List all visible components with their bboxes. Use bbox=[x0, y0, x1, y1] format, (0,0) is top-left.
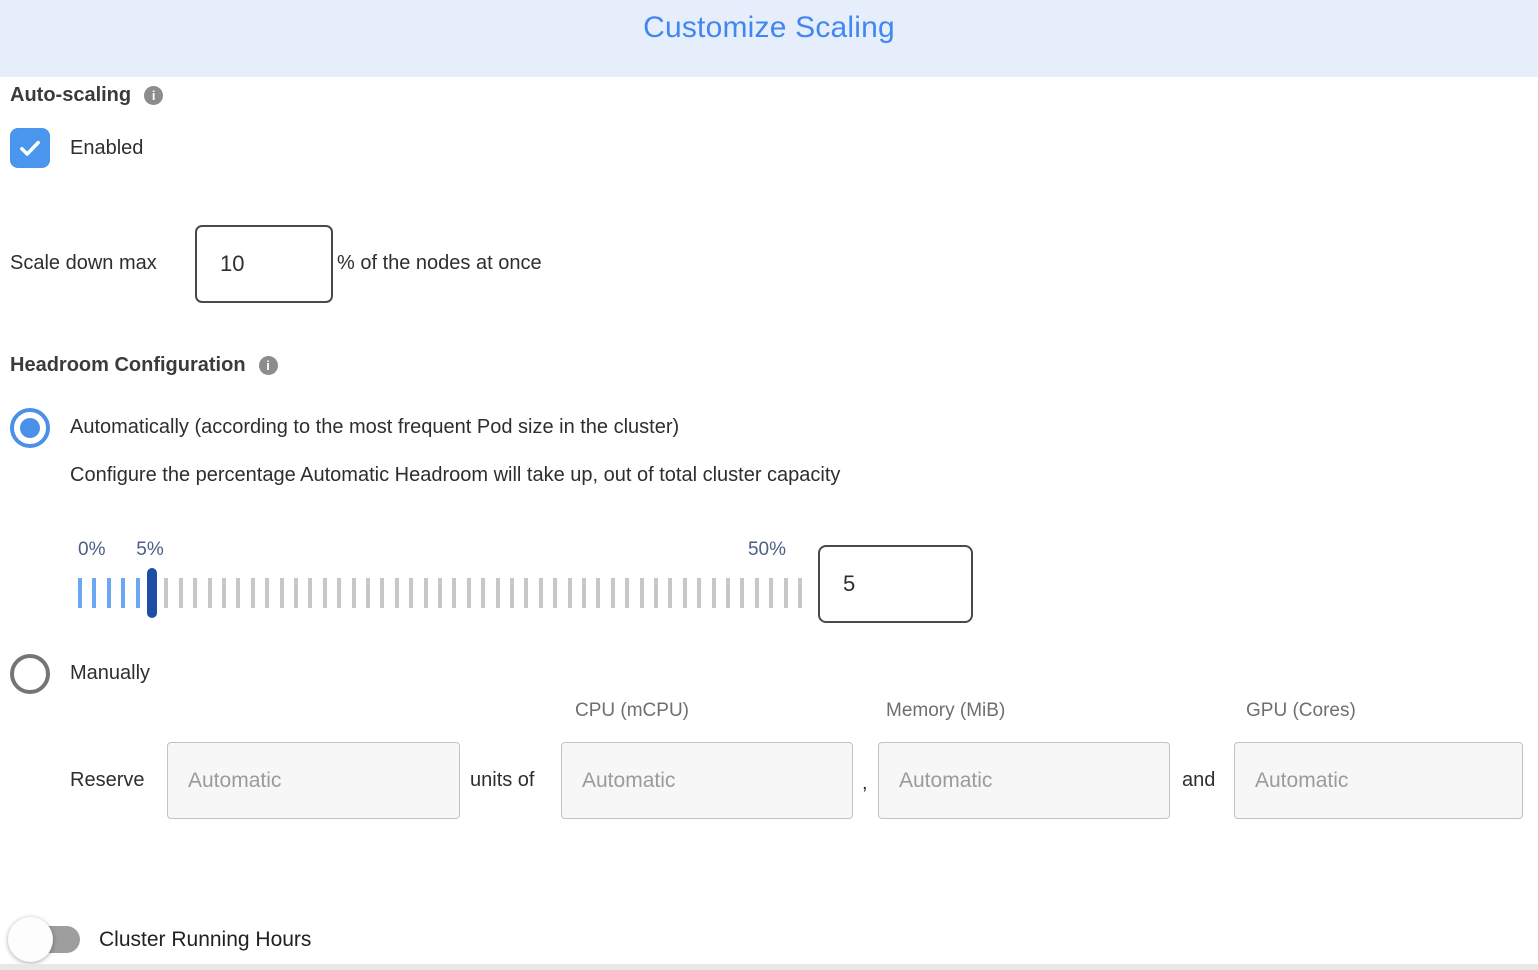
headroom-section-text: Headroom Configuration bbox=[10, 354, 246, 376]
slider-tick bbox=[394, 578, 399, 608]
slider-tick bbox=[610, 578, 615, 608]
slider-tick bbox=[207, 578, 212, 608]
slider-tick bbox=[294, 578, 298, 608]
headroom-percentage-input[interactable] bbox=[818, 545, 973, 623]
slider-tick bbox=[495, 578, 500, 608]
scale-down-max-input[interactable] bbox=[195, 225, 333, 303]
slider-tick bbox=[798, 578, 802, 608]
slider-tick bbox=[582, 578, 586, 608]
reserve-gpu-input[interactable] bbox=[1234, 742, 1523, 819]
reserve-cpu-input[interactable] bbox=[561, 742, 853, 819]
headroom-manual-radio[interactable] bbox=[10, 654, 50, 694]
reserve-label: Reserve bbox=[70, 769, 145, 791]
slider-tick bbox=[682, 578, 687, 608]
scale-down-prefix-label: Scale down max bbox=[10, 252, 157, 274]
slider-tick bbox=[740, 578, 745, 608]
slider-tick bbox=[452, 578, 457, 608]
headroom-section-label: Headroom Configuration i bbox=[10, 354, 278, 377]
slider-tick bbox=[668, 578, 673, 608]
checkmark-icon bbox=[16, 134, 44, 162]
headroom-slider-ticks bbox=[78, 568, 802, 618]
slider-tick bbox=[106, 578, 111, 608]
autoscaling-section-text: Auto-scaling bbox=[10, 84, 132, 106]
cpu-column-header: CPU (mCPU) bbox=[575, 700, 689, 721]
headroom-automatic-radio[interactable] bbox=[10, 408, 50, 448]
reserve-memory-input[interactable] bbox=[878, 742, 1170, 819]
slider-tick bbox=[236, 578, 241, 608]
slider-tick bbox=[409, 578, 414, 608]
info-icon[interactable]: i bbox=[258, 356, 278, 375]
autoscaling-enabled-checkbox[interactable] bbox=[10, 128, 50, 168]
slider-max-label: 50% bbox=[747, 539, 787, 560]
memory-column-header: Memory (MiB) bbox=[886, 700, 1006, 721]
slider-tick bbox=[265, 578, 270, 608]
autoscaling-enabled-label: Enabled bbox=[70, 137, 144, 159]
slider-tick bbox=[121, 578, 126, 608]
scale-down-suffix-label: % of the nodes at once bbox=[337, 252, 542, 274]
cluster-running-hours-toggle[interactable] bbox=[8, 916, 88, 964]
radio-dot bbox=[20, 418, 40, 438]
slider-tick bbox=[279, 578, 284, 608]
slider-tick bbox=[596, 578, 601, 608]
toggle-knob bbox=[8, 917, 53, 962]
slider-tick bbox=[553, 578, 558, 608]
slider-tick bbox=[524, 578, 529, 608]
slider-tick bbox=[78, 578, 82, 608]
slider-tick bbox=[639, 578, 644, 608]
slider-tick bbox=[423, 578, 428, 608]
slider-tick bbox=[567, 578, 572, 608]
slider-tick bbox=[322, 578, 327, 608]
bottom-divider bbox=[0, 964, 1538, 970]
slider-tick bbox=[250, 578, 255, 608]
slider-tick bbox=[481, 578, 486, 608]
cluster-running-hours-label: Cluster Running Hours bbox=[99, 928, 312, 951]
comma-separator: , bbox=[862, 772, 868, 794]
gpu-column-header: GPU (Cores) bbox=[1246, 700, 1356, 721]
slider-tick bbox=[538, 578, 543, 608]
slider-tick bbox=[711, 578, 716, 608]
slider-tick bbox=[380, 578, 385, 608]
headroom-slider-thumb[interactable] bbox=[147, 568, 157, 618]
slider-tick bbox=[337, 578, 342, 608]
dialog-header: Customize Scaling bbox=[0, 0, 1538, 77]
slider-tick bbox=[164, 578, 169, 608]
slider-tick bbox=[178, 578, 183, 608]
autoscaling-section-label: Auto-scaling i bbox=[10, 84, 164, 107]
and-label: and bbox=[1182, 769, 1216, 791]
slider-tick bbox=[697, 578, 702, 608]
slider-tick bbox=[654, 578, 658, 608]
slider-tick bbox=[625, 578, 630, 608]
info-icon[interactable]: i bbox=[144, 86, 164, 105]
slider-tick bbox=[783, 578, 788, 608]
headroom-automatic-label: Automatically (according to the most fre… bbox=[70, 416, 680, 438]
slider-tick bbox=[466, 578, 471, 608]
slider-value-label: 5% bbox=[136, 539, 164, 560]
slider-tick bbox=[351, 578, 356, 608]
slider-tick bbox=[726, 578, 730, 608]
slider-min-label: 0% bbox=[78, 539, 106, 560]
units-of-label: units of bbox=[470, 769, 535, 791]
slider-tick bbox=[92, 578, 97, 608]
slider-tick bbox=[366, 578, 370, 608]
slider-tick bbox=[222, 578, 226, 608]
slider-tick bbox=[438, 578, 442, 608]
headroom-automatic-description: Configure the percentage Automatic Headr… bbox=[70, 464, 841, 486]
dialog-title: Customize Scaling bbox=[643, 11, 895, 44]
slider-tick bbox=[193, 578, 198, 608]
slider-tick bbox=[754, 578, 759, 608]
slider-tick bbox=[769, 578, 774, 608]
slider-tick bbox=[510, 578, 514, 608]
headroom-manual-label: Manually bbox=[70, 662, 151, 684]
reserve-count-input[interactable] bbox=[167, 742, 460, 819]
headroom-slider[interactable] bbox=[78, 568, 802, 618]
slider-tick bbox=[308, 578, 313, 608]
slider-tick bbox=[135, 578, 140, 608]
